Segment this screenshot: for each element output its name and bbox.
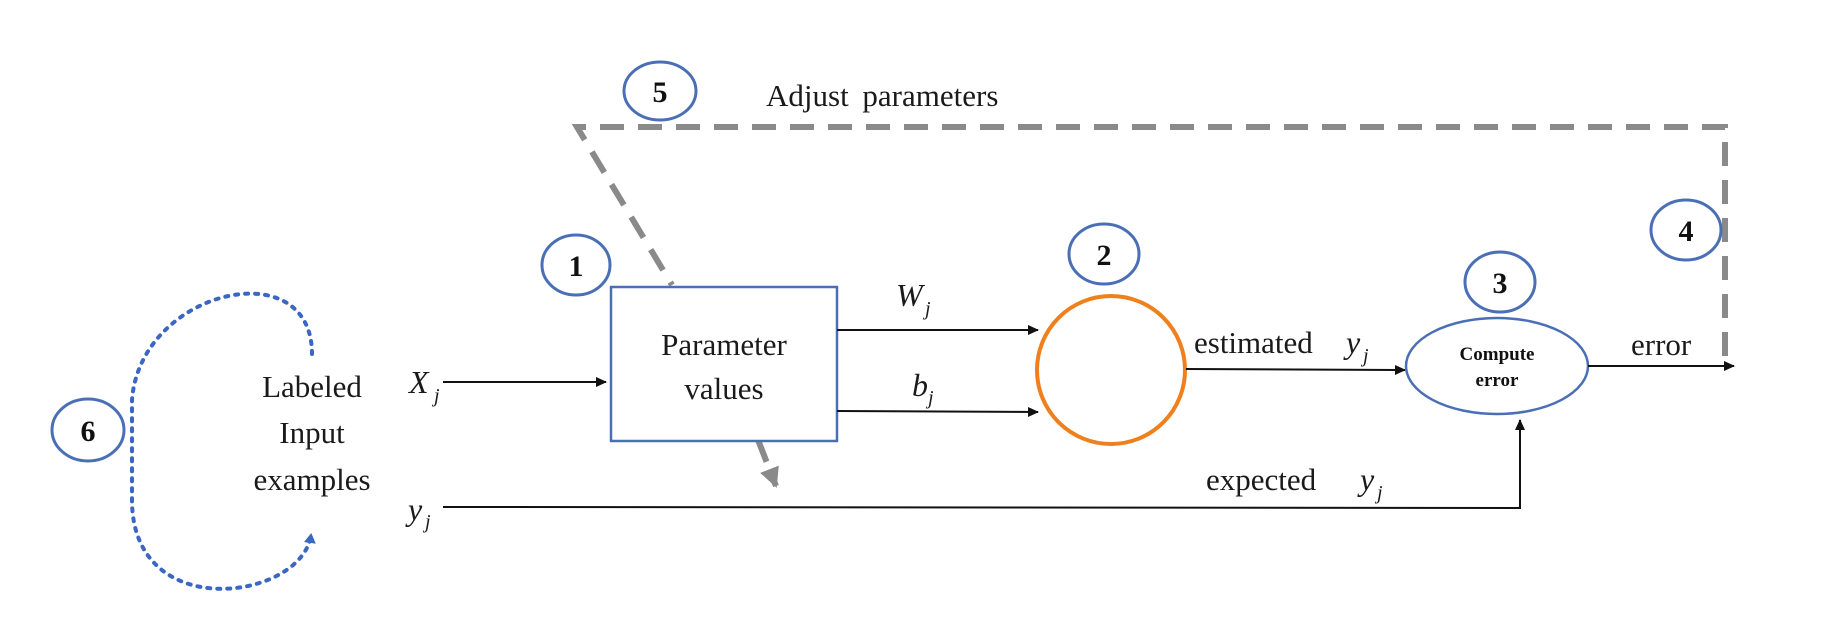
svg-text:X: X bbox=[407, 364, 430, 400]
b-arrow bbox=[836, 406, 1039, 417]
svg-text:Input: Input bbox=[279, 415, 345, 450]
adjust-parameters-label: Adjust parameters bbox=[766, 78, 998, 113]
w-variable: W j bbox=[896, 277, 931, 320]
svg-text:y: y bbox=[405, 491, 423, 527]
loop-dotted-path bbox=[130, 291, 316, 591]
svg-text:y: y bbox=[1357, 461, 1375, 497]
step-badge-2: 2 bbox=[1067, 222, 1141, 286]
y-input-variable: y j bbox=[405, 491, 431, 533]
compute-error-node bbox=[1404, 316, 1590, 416]
feedback-dashed-path bbox=[571, 124, 1728, 356]
svg-text:j: j bbox=[1360, 345, 1369, 367]
parameter-box-line-2: values bbox=[684, 371, 763, 406]
svg-text:j: j bbox=[1374, 482, 1383, 504]
svg-text:3: 3 bbox=[1493, 267, 1508, 300]
step-badge-3: 3 bbox=[1463, 250, 1537, 314]
svg-text:5: 5 bbox=[653, 76, 668, 109]
svg-text:1: 1 bbox=[569, 250, 584, 283]
labeled-input-examples: Labeled Input examples bbox=[253, 369, 370, 497]
svg-text:4: 4 bbox=[1679, 215, 1694, 248]
step-badge-5: 5 bbox=[622, 60, 698, 122]
b-variable: b j bbox=[912, 367, 934, 409]
compute-error-line-1: Compute bbox=[1460, 344, 1535, 365]
step-badge-4: 4 bbox=[1649, 198, 1723, 262]
svg-text:b: b bbox=[912, 367, 928, 403]
parameter-values-box bbox=[609, 285, 839, 443]
step-badge-6: 6 bbox=[50, 397, 126, 463]
error-label: error bbox=[1631, 327, 1692, 362]
svg-text:estimated: estimated bbox=[1194, 325, 1313, 360]
estimated-y-label: estimated y j bbox=[1194, 324, 1369, 367]
parameter-box-line-1: Parameter bbox=[661, 327, 787, 362]
svg-text:j: j bbox=[422, 511, 431, 533]
expected-y-arrow bbox=[442, 419, 1525, 510]
expected-y-label: expected y j bbox=[1206, 461, 1383, 504]
estimated-arrow bbox=[1185, 364, 1406, 375]
svg-text:6: 6 bbox=[81, 415, 96, 448]
compute-error-line-2: error bbox=[1476, 370, 1519, 391]
svg-text:Labeled: Labeled bbox=[262, 369, 362, 404]
svg-text:y: y bbox=[1343, 324, 1361, 360]
svg-text:W: W bbox=[896, 277, 926, 313]
step-badge-1: 1 bbox=[540, 233, 612, 297]
svg-text:expected: expected bbox=[1206, 462, 1317, 497]
svg-text:2: 2 bbox=[1097, 239, 1112, 272]
x-input-variable: X j bbox=[407, 364, 440, 407]
svg-text:j: j bbox=[922, 298, 931, 320]
svg-text:examples: examples bbox=[253, 462, 370, 497]
svg-text:j: j bbox=[431, 385, 440, 407]
svg-text:j: j bbox=[925, 387, 934, 409]
neuron-circle bbox=[1035, 294, 1187, 446]
